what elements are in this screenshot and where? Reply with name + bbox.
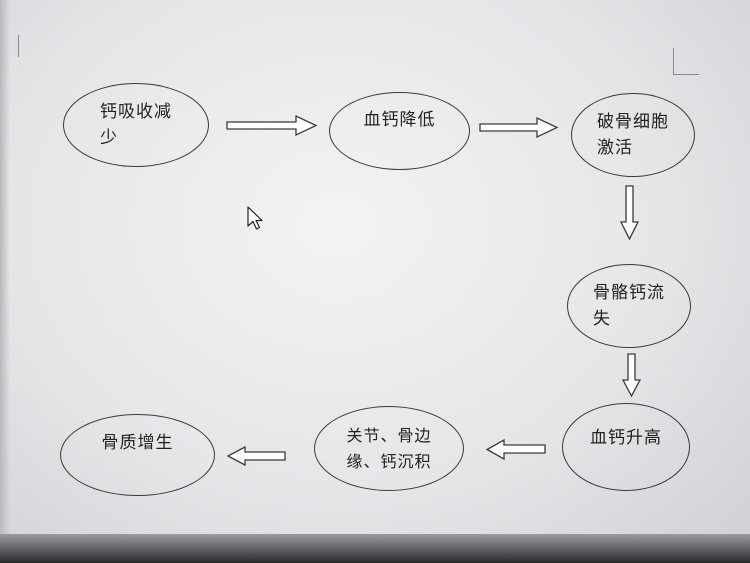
node-label: 关节、骨边 缘、钙沉积 [346, 423, 431, 475]
arrow-down-2 [621, 353, 642, 398]
page-left-shadow [0, 0, 10, 563]
crop-mark-top-left [0, 35, 19, 57]
node-blood-calcium-increase[interactable]: 血钙升高 [562, 403, 690, 491]
node-blood-calcium-decrease[interactable]: 血钙降低 [329, 92, 470, 170]
node-calcium-deposition[interactable]: 关节、骨边 缘、钙沉积 [314, 406, 464, 491]
monitor-bottom-bezel [0, 534, 750, 563]
node-label-line1: 骨骼钙流 [593, 283, 665, 303]
arrow-left-2 [226, 445, 286, 467]
node-label: 骨质增生 [102, 430, 174, 456]
node-calcium-absorption-decrease[interactable]: 钙吸收减 少 [63, 83, 209, 167]
node-bone-calcium-loss[interactable]: 骨骼钙流 失 [567, 264, 691, 348]
mouse-pointer-icon [247, 206, 263, 230]
node-label: 血钙降低 [364, 107, 436, 133]
node-label-line1: 钙吸收减 [100, 102, 172, 122]
arrow-right-2 [479, 116, 559, 139]
node-bone-hyperplasia[interactable]: 骨质增生 [60, 414, 215, 496]
node-label: 骨骼钙流 失 [593, 280, 665, 332]
node-osteoclast-activation[interactable]: 破骨细胞 激活 [571, 93, 695, 177]
node-label-line1: 破骨细胞 [597, 112, 669, 132]
node-label-line1: 关节、骨边 [346, 425, 432, 445]
node-label-line2: 激活 [597, 138, 633, 158]
arrow-right-1 [226, 114, 318, 137]
node-label-line1: 骨质增生 [101, 433, 174, 453]
node-label-line2: 失 [593, 309, 611, 329]
node-label-line1: 血钙降低 [363, 110, 436, 130]
arrow-left-1 [485, 438, 546, 461]
crop-mark-top-right [673, 48, 699, 75]
node-label-line2: 少 [100, 128, 118, 148]
node-label: 钙吸收减 少 [100, 99, 172, 151]
node-label-line1: 血钙升高 [590, 428, 662, 448]
arrow-down-1 [619, 185, 640, 241]
node-label-line2: 缘、钙沉积 [346, 451, 432, 471]
node-label: 血钙升高 [590, 425, 662, 451]
node-label: 破骨细胞 激活 [597, 109, 669, 161]
